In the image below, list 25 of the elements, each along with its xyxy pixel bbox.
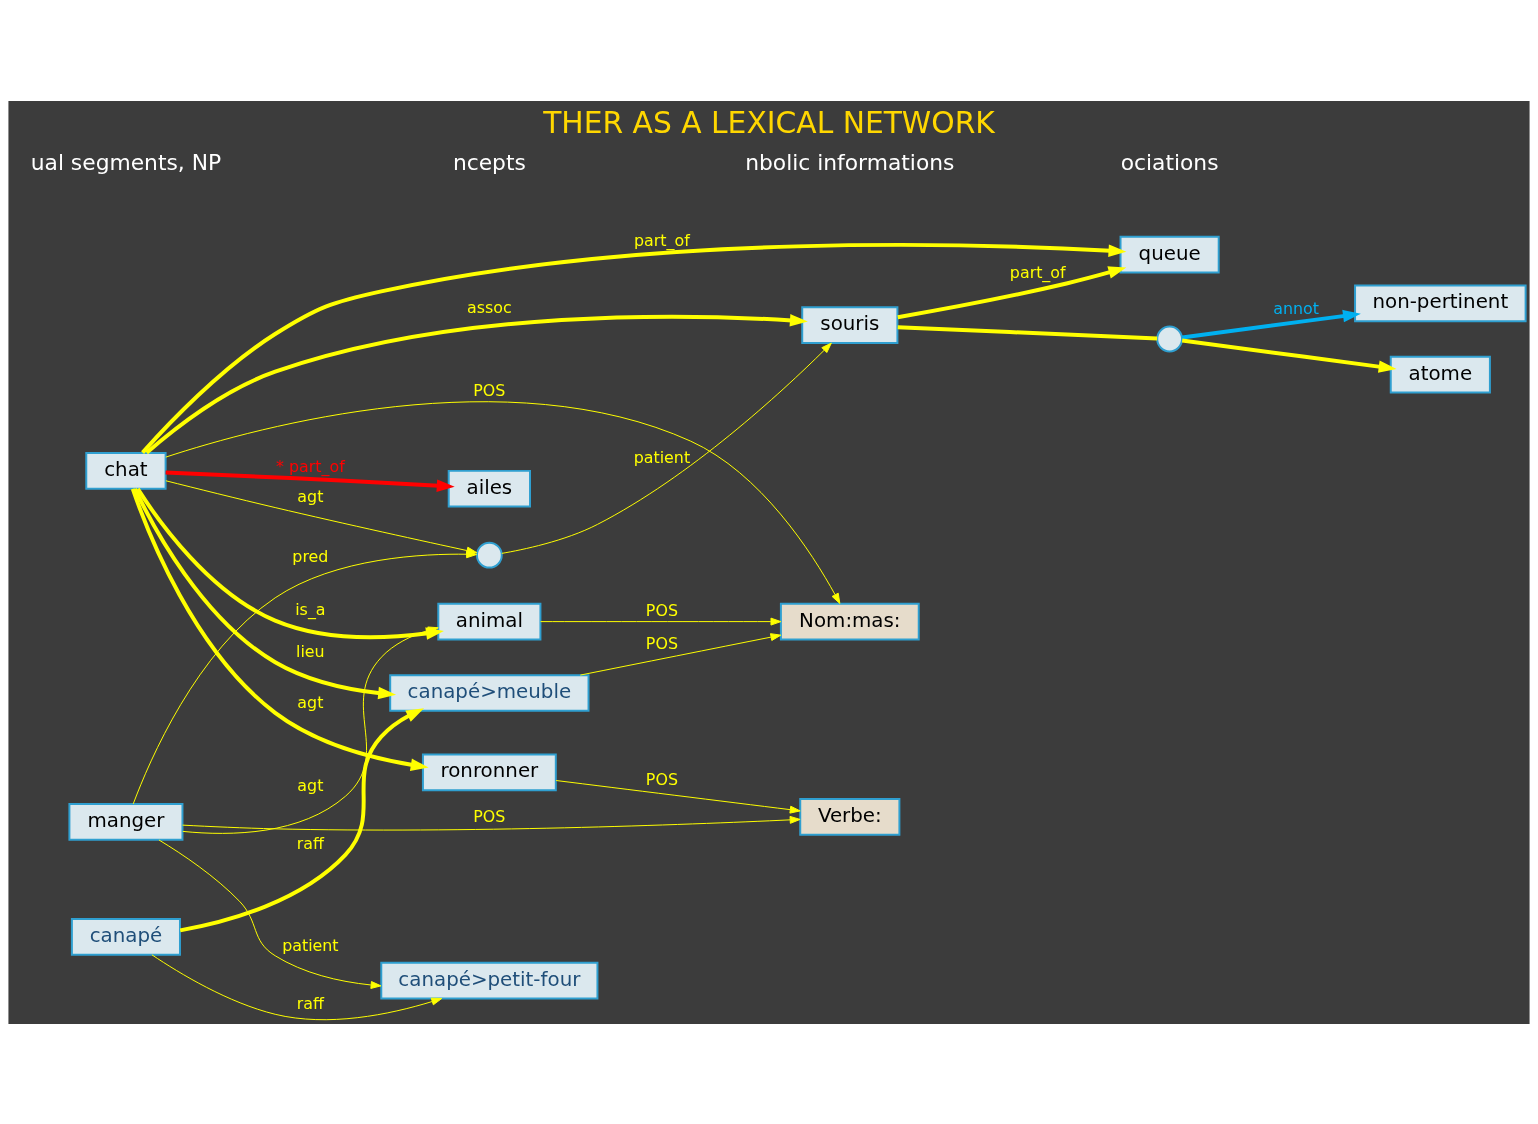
edge-label: POS [645, 633, 678, 653]
edge-label: POS [473, 806, 506, 826]
edge-label: patient [633, 447, 691, 467]
label: nbolic informations [745, 149, 955, 175]
edge-label: agt [297, 692, 324, 712]
edge-label: assoc [467, 297, 512, 317]
edge-label: * part_of [276, 456, 345, 476]
edge-label: raff [296, 993, 324, 1013]
edge-label: raff [296, 833, 324, 853]
edge-label: POS [645, 600, 678, 620]
edge-label: agt [297, 775, 324, 795]
edge-label: POS [473, 380, 506, 400]
edge-label: annot [1273, 298, 1319, 318]
edge-label: part_of [1009, 262, 1066, 282]
edge-label: patient [282, 935, 339, 955]
edge-label: agt [297, 486, 324, 506]
diagram-title: THER AS A LEXICAL NETWORK [543, 104, 995, 140]
label: ual segments, NP [30, 149, 222, 175]
edge-label: POS [645, 769, 678, 789]
label: ncepts [452, 149, 526, 175]
edge-label: is_a [295, 599, 326, 619]
label: ociations [1120, 149, 1219, 175]
edge-label: part_of [634, 230, 690, 250]
edge-label: lieu [296, 641, 325, 661]
edge-label: pred [292, 546, 329, 566]
